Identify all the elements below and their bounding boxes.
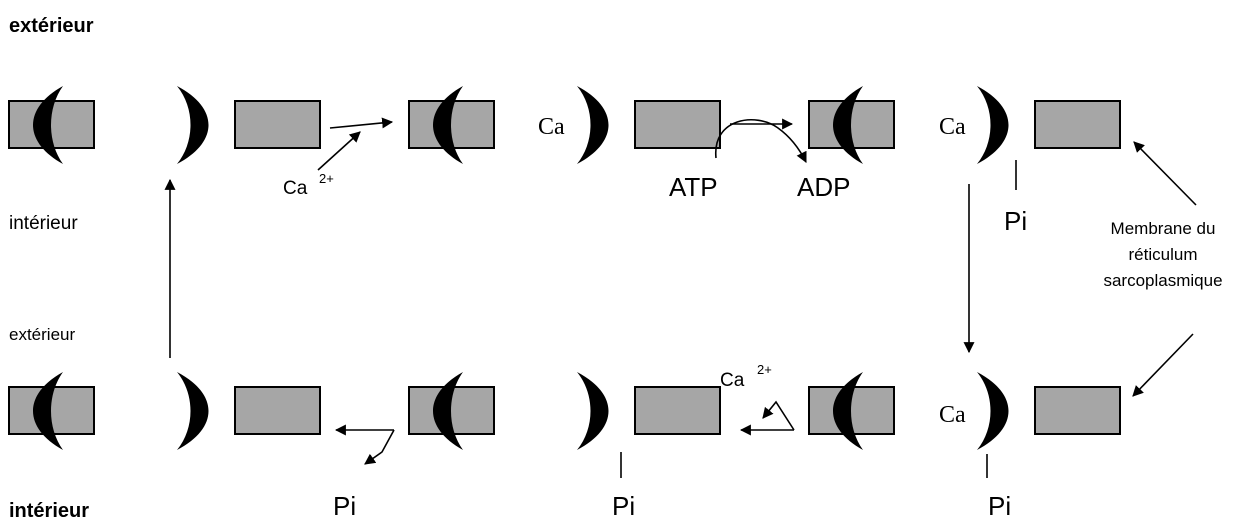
- ca-charge-label-top: 2+: [319, 171, 334, 186]
- atp-to-adp-arrow: [715, 119, 807, 163]
- interieur-middle-label: intérieur: [9, 213, 78, 234]
- ca-charge-label-bottom: 2+: [757, 362, 772, 377]
- pi-label-state4: Pi: [988, 491, 1011, 521]
- exterieur-middle-label: extérieur: [9, 325, 75, 344]
- arrow-state1-to-state2: [329, 117, 394, 129]
- membrane-pointer-arrow-bottom: [1132, 333, 1194, 397]
- pump-state-empty-phosphorylated: [408, 371, 721, 451]
- pump-state-empty-bottom: [8, 371, 321, 451]
- ca-entry-arrow: [317, 131, 361, 171]
- interieur-bottom-label: intérieur: [9, 500, 89, 522]
- ca-exit-arrow: [762, 400, 795, 431]
- pump-state-empty-top: [8, 85, 321, 165]
- pi-label-state3: Pi: [1004, 206, 1027, 236]
- pi-release-arrow: [364, 429, 395, 465]
- membrane-label-line1: Membrane du: [1111, 219, 1216, 238]
- membrane-label-line3: sarcoplasmique: [1103, 271, 1222, 290]
- adp-label: ADP: [797, 172, 850, 202]
- exterieur-top-label: extérieur: [9, 15, 94, 37]
- ca-bound-label-state4: Ca: [939, 402, 966, 428]
- membrane-label-line2: réticulum: [1129, 245, 1198, 264]
- ca-bound-label-state3: Ca: [939, 114, 966, 140]
- pi-label-state5: Pi: [612, 491, 635, 521]
- ca-bound-label-state2: Ca: [538, 114, 565, 140]
- ca-ion-label-bottom: Ca: [720, 370, 745, 391]
- atp-label: ATP: [669, 172, 718, 202]
- ca-ion-label-top: Ca: [283, 178, 308, 199]
- pi-label-released: Pi: [333, 491, 356, 521]
- membrane-pointer-arrow-top: [1133, 141, 1197, 206]
